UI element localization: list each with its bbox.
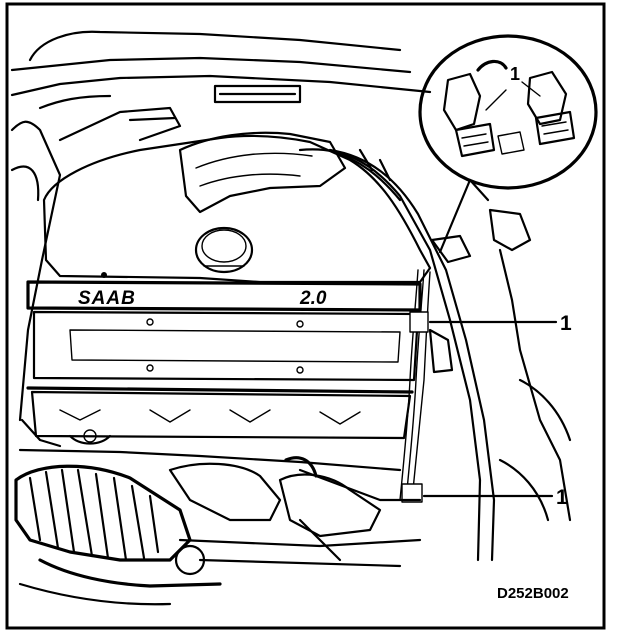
left-fender [10, 106, 182, 448]
inset-callout-number: 1 [510, 64, 520, 84]
figure-code: D252B002 [497, 585, 569, 602]
air-intake-hose [14, 464, 222, 606]
callout-lower-number: 1 [556, 486, 568, 509]
cam-cover: SAAB 2.0 [26, 280, 422, 445]
callout-upper-number: 1 [560, 312, 572, 335]
engine-cover [42, 131, 432, 284]
engine-cover-brand: SAAB [78, 288, 136, 309]
lower-engine [18, 448, 422, 568]
callout-lower: 1 [422, 486, 568, 509]
wiring-harness [399, 269, 431, 503]
bonnet-lines [10, 30, 432, 110]
engine-cover-size: 2.0 [299, 288, 327, 309]
inset-detail: 1 [418, 34, 598, 254]
callout-upper: 1 [428, 312, 572, 335]
intake-pipe [298, 148, 572, 562]
